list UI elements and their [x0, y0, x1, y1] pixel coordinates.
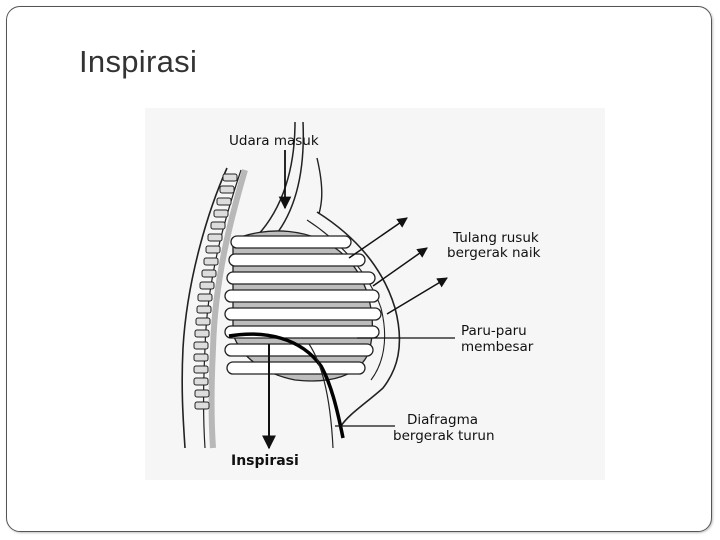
label-ribs-line2: bergerak naik [447, 245, 541, 261]
vertebrae [193, 173, 238, 410]
diaphragm [228, 332, 345, 439]
diagram-canvas [181, 121, 455, 450]
abdomen-line [308, 343, 334, 449]
inspiration-diagram: Udara masuk Tulang rusuk bergerak naik P… [145, 108, 605, 480]
neck-front [316, 157, 323, 215]
ribs-arrow-2 [372, 247, 428, 287]
label-lungs-line2: membesar [461, 339, 534, 355]
chest-outline [316, 211, 401, 427]
ribs-arrow-3 [386, 277, 448, 315]
label-diaphragm-line2: bergerak turun [393, 428, 495, 444]
label-lungs-line1: Paru-paru [461, 323, 527, 339]
slide-frame [6, 6, 712, 532]
label-caption: Inspirasi [231, 453, 299, 469]
ribs-arrow-1 [348, 217, 408, 259]
trachea-inner [274, 121, 305, 237]
label-ribs-line1: Tulang rusuk [453, 230, 539, 246]
spinal-cord [208, 169, 248, 449]
ribs [224, 235, 382, 375]
back-outline [181, 167, 228, 449]
slide-title: Inspirasi [79, 44, 198, 79]
label-diaphragm-line1: Diafragma [407, 412, 478, 428]
label-air-in: Udara masuk [229, 133, 319, 149]
